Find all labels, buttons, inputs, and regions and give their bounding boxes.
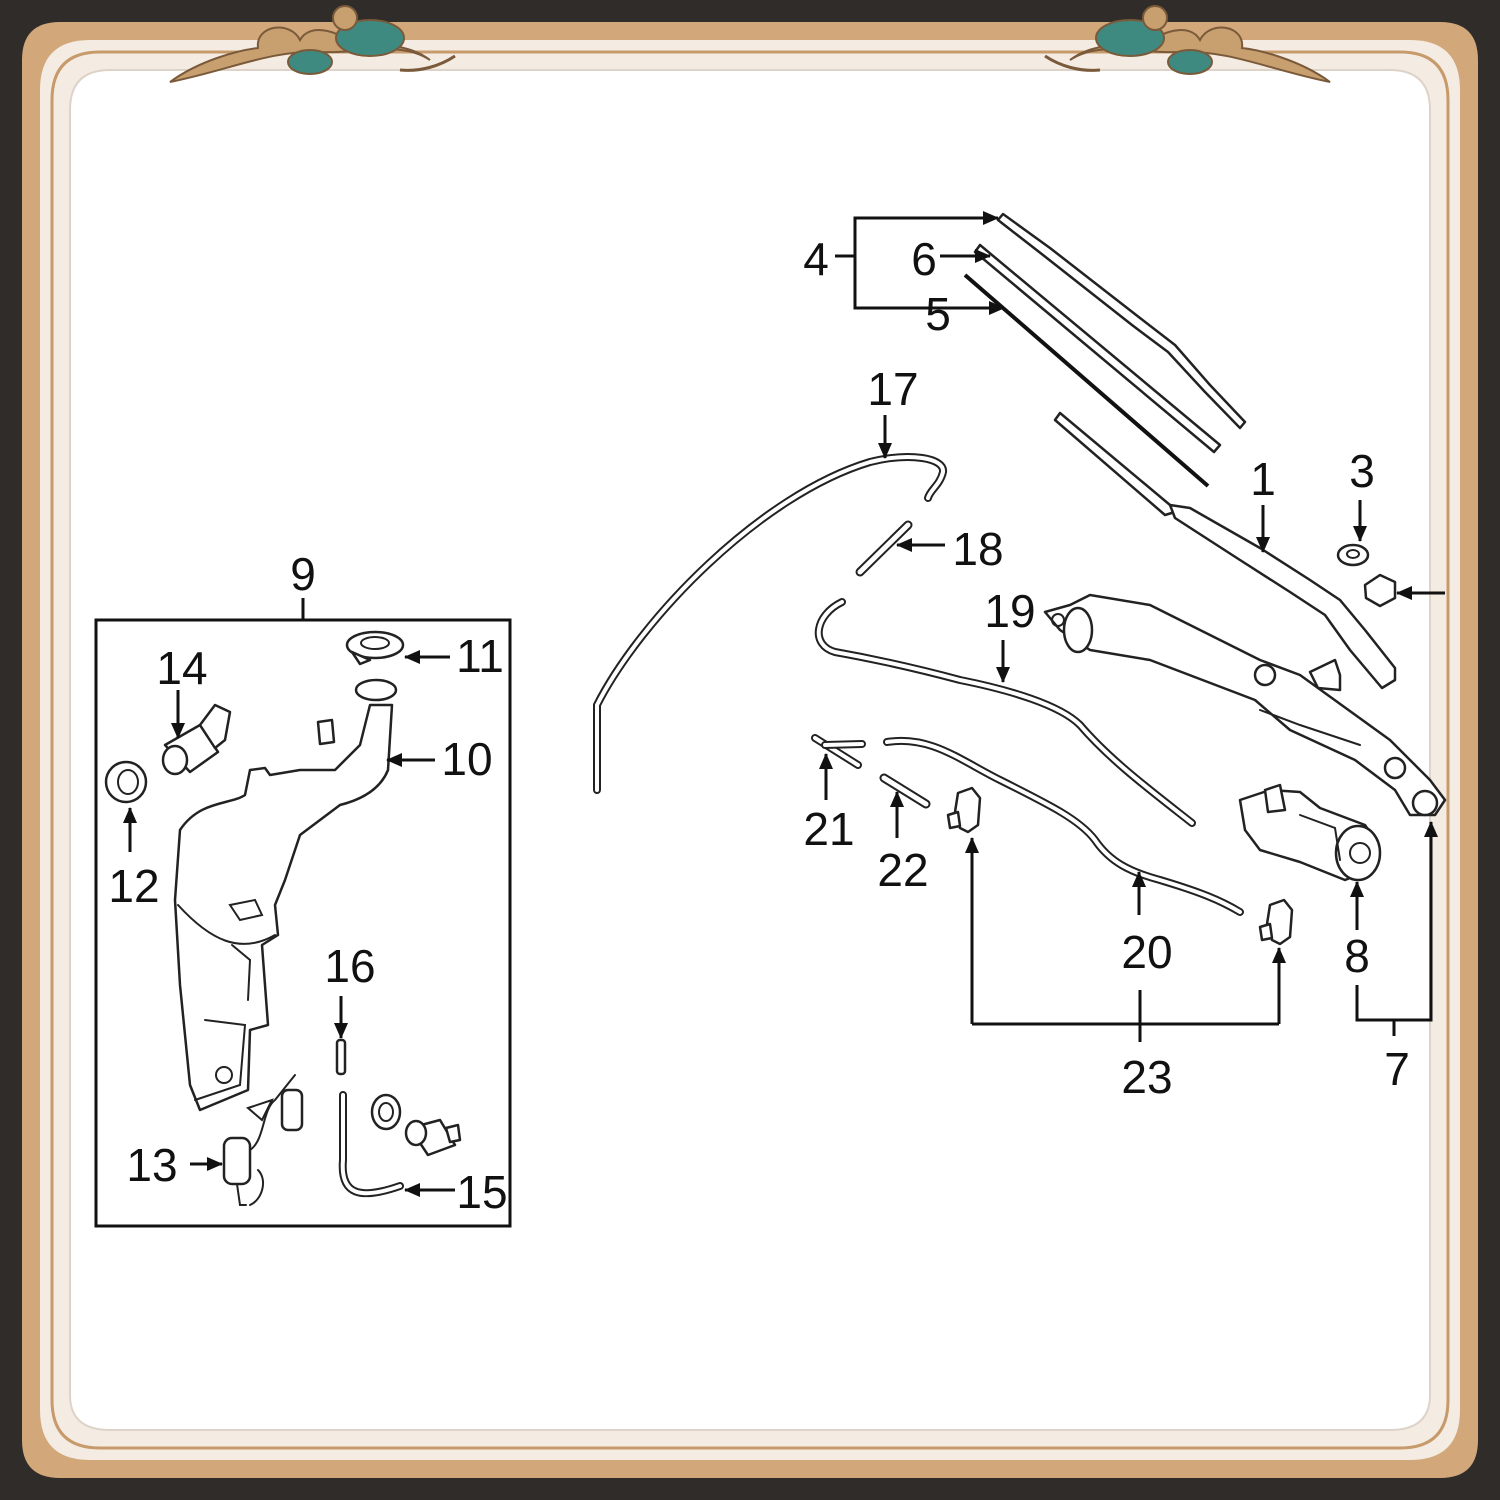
callout-6: 6 [911,233,937,285]
callout-16: 16 [324,940,375,992]
callout-8: 8 [1344,930,1370,982]
callout-22: 22 [877,844,928,896]
washer-reservoir [173,703,394,1112]
callout-3: 3 [1349,445,1375,497]
washer-3 [1336,543,1370,567]
arm-nut-part [1363,573,1397,608]
connector-22 [881,775,929,807]
callout-15: 15 [456,1166,507,1218]
callout-13: 13 [126,1139,177,1191]
callout-20: 20 [1121,926,1172,978]
washer-pump-part [222,1074,304,1206]
washer-hose-part [340,1093,402,1196]
callout-11: 11 [456,630,504,682]
long-hose-17 [595,455,945,792]
rear-pump-part [404,1118,462,1157]
ornament-right-icon [1044,5,1331,83]
callout-7: 7 [1384,1043,1410,1095]
nozzle-left-23 [946,786,982,834]
reservoir-clip [316,718,336,746]
callout-17: 17 [867,363,918,415]
callout-12: 12 [108,860,159,912]
pump-seal-part [370,1093,402,1131]
frame-inner-line [50,50,1450,1450]
callout-4: 4 [803,233,829,285]
white-panel [69,69,1431,1431]
short-hose-part [335,1038,347,1076]
nozzle-right-23 [1258,898,1294,946]
callout-5: 5 [925,288,951,340]
callout-9: 9 [290,548,316,600]
callout-23: 23 [1121,1051,1172,1103]
wiper-blade-assembly [963,212,1247,517]
wiper-linkage [1043,593,1447,817]
connector-18 [857,522,911,575]
hose-20 [885,738,1242,914]
callout-1: 1 [1250,453,1276,505]
wiper-refill-5 [963,273,1210,488]
wiper-arm-1 [1168,503,1397,690]
filler-cap-part [345,630,405,666]
grommet-part [104,760,148,804]
hose-19 [816,600,1194,825]
level-sensor-part [161,703,232,776]
callout-10: 10 [441,733,492,785]
connector-21 [811,734,866,769]
ornament-left-icon [169,5,456,83]
callout-18: 18 [952,523,1003,575]
wiper-motor-8 [1238,783,1382,882]
callout-14: 14 [156,642,207,694]
reservoir-kit-box: 9 11 10 14 [94,548,512,1228]
callout-19: 19 [984,585,1035,637]
filler-neck-opening [354,678,398,702]
callout-21: 21 [803,803,854,855]
